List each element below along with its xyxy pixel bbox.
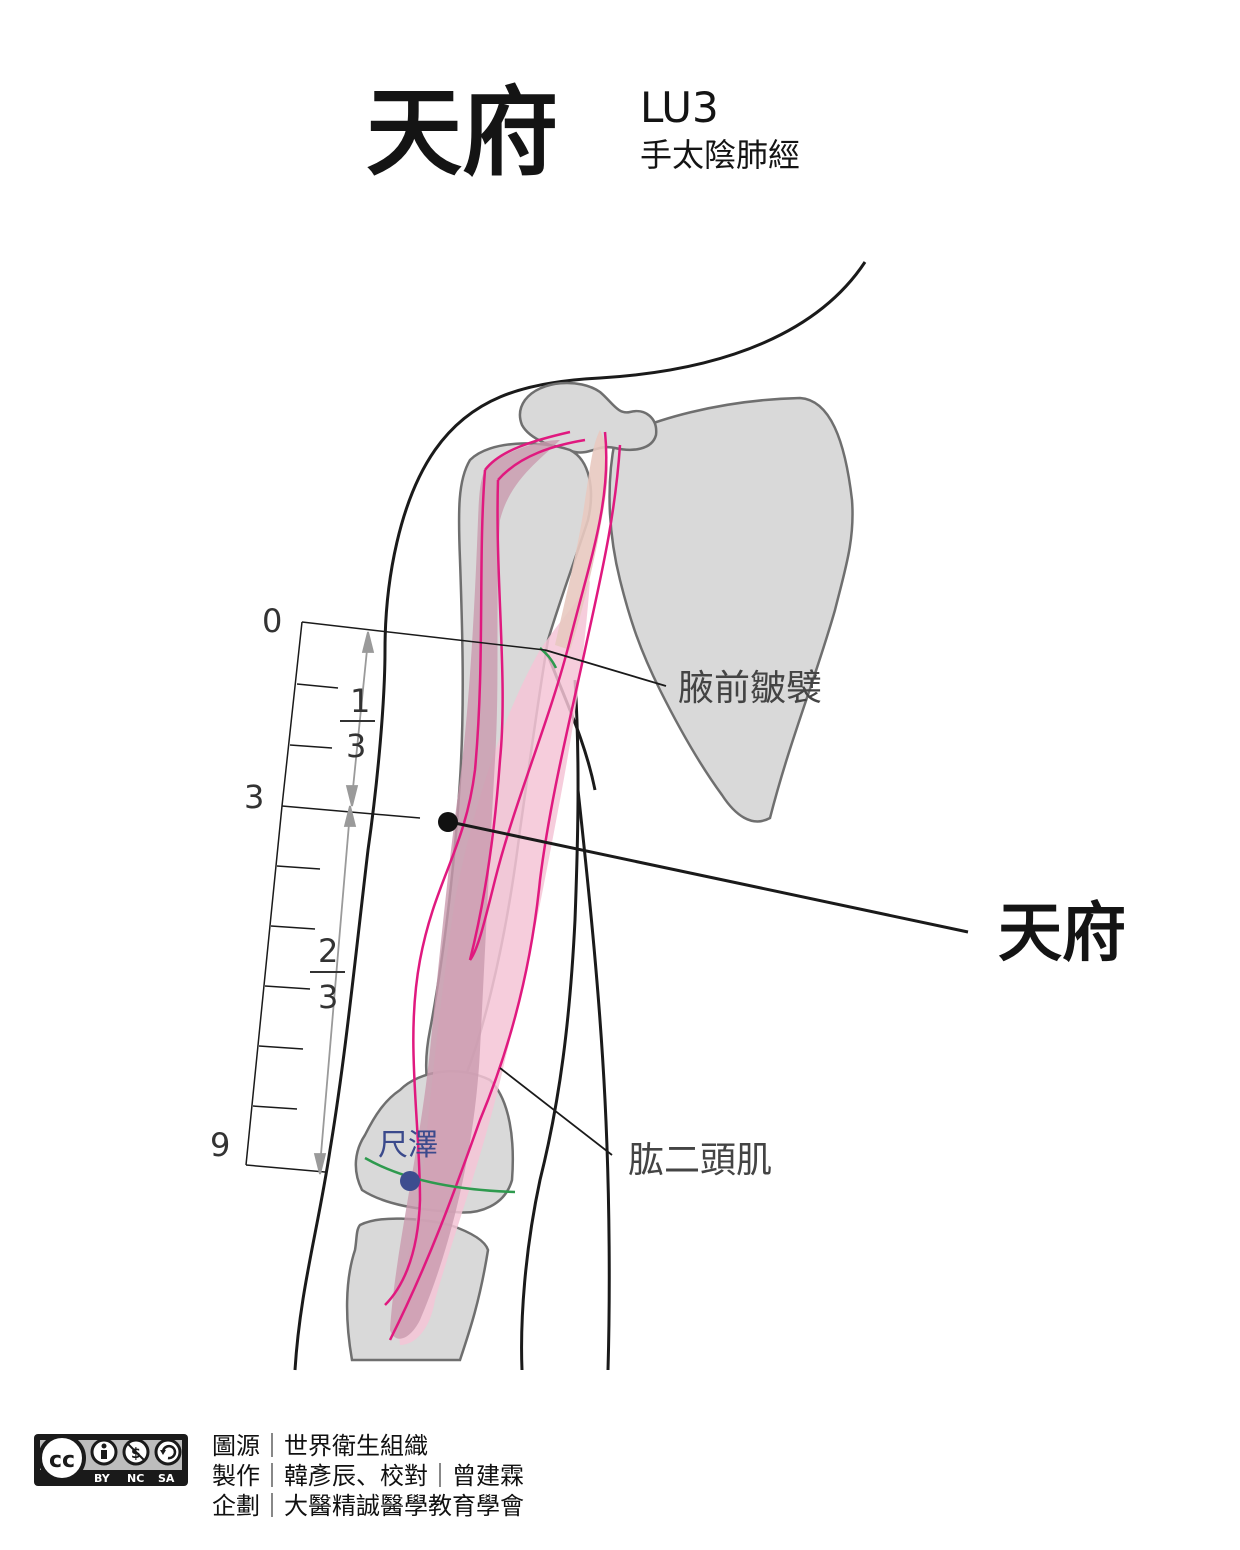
vessel-line-3 bbox=[384, 469, 487, 1306]
scapula-bone bbox=[608, 396, 854, 823]
acromion-bone bbox=[518, 381, 658, 454]
fraction-lower-den: 3 bbox=[318, 978, 338, 1016]
fraction-lower-num: 2 bbox=[318, 932, 338, 970]
fraction-upper-den: 3 bbox=[346, 727, 366, 765]
scale-tick-9: 9 bbox=[210, 1126, 230, 1164]
point-code: LU3 bbox=[640, 83, 719, 132]
tianfu-callout-line bbox=[449, 820, 969, 934]
vessel-line-1 bbox=[484, 430, 571, 471]
level-line-0 bbox=[301, 621, 546, 651]
credit-source: 圖源｜世界衛生組織 bbox=[212, 1432, 428, 1460]
shoulder-outline bbox=[293, 261, 867, 1371]
biceps-label: 肱二頭肌 bbox=[628, 1140, 772, 1181]
sa-icon bbox=[154, 1438, 182, 1466]
cc-sa-text: SA bbox=[158, 1472, 175, 1485]
point-label: 天府 bbox=[998, 897, 1126, 971]
meridian-name: 手太陰肺經 bbox=[640, 136, 800, 174]
cc-nc-text: NC bbox=[127, 1472, 144, 1485]
scale-tick-3: 3 bbox=[244, 778, 264, 816]
scale-tick-0: 0 bbox=[262, 602, 282, 640]
forearm-outline bbox=[576, 789, 611, 1371]
cc-by-text: BY bbox=[94, 1472, 111, 1485]
page-title: 天府 bbox=[366, 77, 558, 189]
vessel-line-6 bbox=[388, 444, 622, 1341]
cc-icon-text: cc bbox=[49, 1448, 75, 1473]
vessel-line-5 bbox=[468, 431, 608, 961]
svg-text:$: $ bbox=[131, 1446, 141, 1462]
credit-planning: 企劃｜大醫精誠醫學教育學會 bbox=[212, 1492, 524, 1520]
chize-label: 尺澤 bbox=[378, 1128, 438, 1163]
axillary-callout-line bbox=[544, 649, 667, 687]
tianfu-point-dot bbox=[438, 812, 458, 832]
scale-ruler bbox=[245, 621, 339, 1166]
biceps-muscle-dark bbox=[390, 440, 560, 1339]
chize-point-dot bbox=[400, 1171, 420, 1191]
vessel-line-4 bbox=[468, 479, 504, 961]
biceps-callout-line bbox=[499, 1067, 613, 1156]
elbow-crease bbox=[364, 1156, 516, 1194]
fraction-upper-num: 1 bbox=[350, 682, 370, 720]
axillary-fold-label: 腋前皺襞 bbox=[678, 668, 822, 709]
cc-icon bbox=[38, 1434, 86, 1482]
credit-production: 製作｜韓彥辰、校對｜曾建霖 bbox=[212, 1462, 524, 1490]
cc-license-badge: cc $ BY NC SA bbox=[34, 1434, 188, 1486]
level-line-9 bbox=[245, 1164, 326, 1173]
biceps-tendon bbox=[555, 430, 608, 650]
vessel-line-2 bbox=[497, 438, 586, 481]
scale-arrows bbox=[313, 631, 375, 1175]
